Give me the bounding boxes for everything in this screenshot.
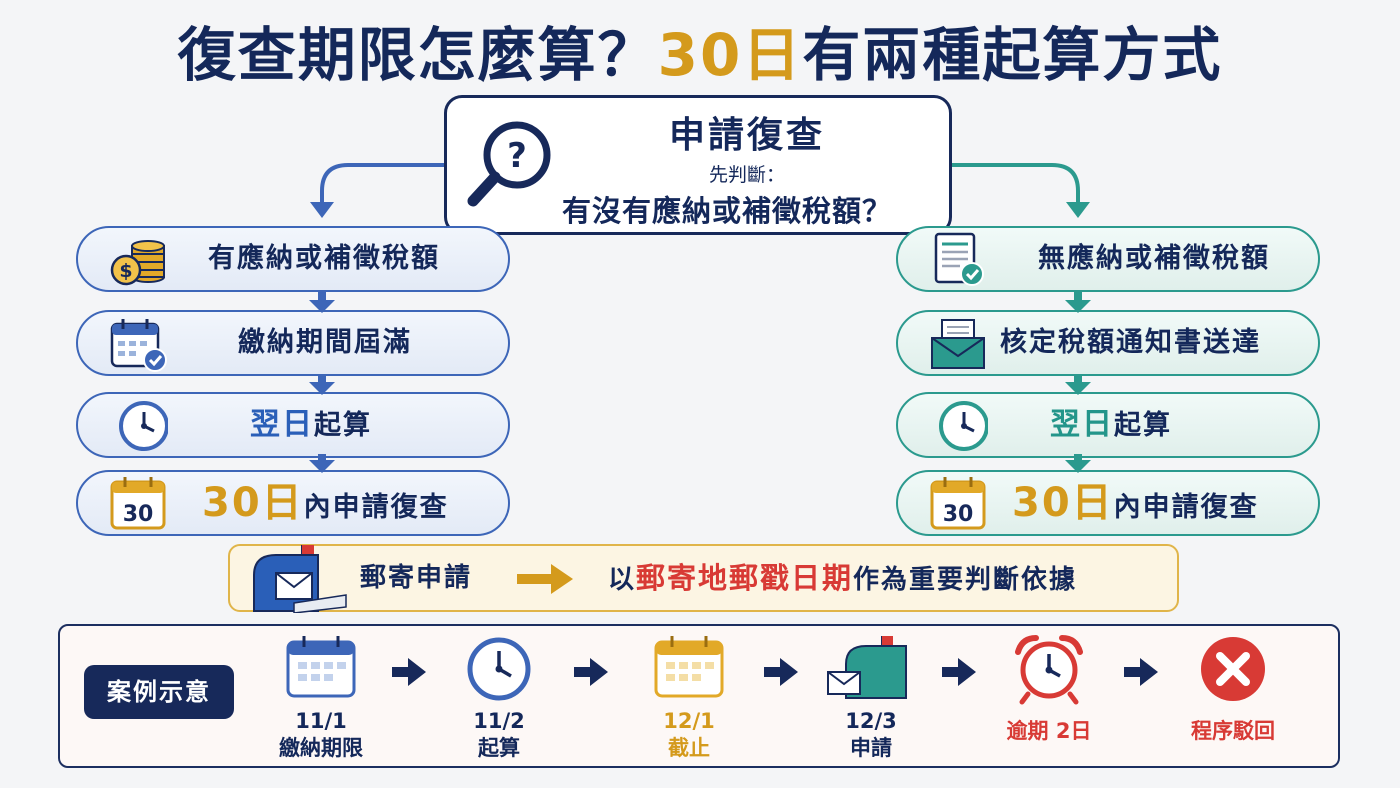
case-item-1-date: 11/1	[295, 709, 347, 733]
right-step-1-label: 無應納或補徵稅額	[1038, 243, 1270, 274]
left-step-payment-period-ends: 繳納期間屆滿	[76, 310, 510, 376]
case-item-4: 12/3 申請	[801, 708, 941, 762]
left-arrow-3	[309, 454, 335, 473]
right-arrow-1	[1065, 292, 1091, 313]
branch-connectors	[310, 163, 1090, 218]
case-item-1: 11/1 繳納期限	[251, 708, 391, 762]
right-arrow-3	[1065, 454, 1091, 473]
mail-rule-prefix: 以	[608, 565, 637, 595]
case-arrow-4	[942, 658, 976, 686]
right-step-2-label: 核定稅額通知書送達	[1000, 327, 1261, 358]
left-step-30-days: 30 30日內申請復查	[76, 470, 510, 536]
case-item-3-label: 截止	[668, 736, 710, 760]
calendar-30-icon: 30	[930, 477, 986, 530]
case-example-box: 案例示意 11/1 繳納期限 11/2 起算 12/1 截止 12/3 申請	[58, 624, 1340, 768]
decision-subtitle: 先判斷：	[708, 164, 785, 186]
calendar-30-icon: 30	[110, 477, 166, 530]
left-step-1-label: 有應納或補徵稅額	[208, 243, 440, 274]
case-arrows	[392, 658, 1158, 686]
title-part-1: 復查期限怎麼算？	[177, 21, 658, 89]
left-step-4-number: 30日	[202, 480, 304, 526]
mail-label: 郵寄申請	[360, 563, 473, 593]
envelope-letter-icon	[931, 319, 985, 369]
right-arrow-2	[1065, 376, 1091, 395]
clock-icon	[119, 401, 168, 451]
left-arrow-1	[309, 292, 335, 313]
right-step-4-rest: 內申請復查	[1113, 492, 1259, 523]
case-item-2-label: 起算	[478, 736, 520, 760]
reject-x-icon	[1201, 637, 1265, 701]
right-step-no-tax-due: 無應納或補徵稅額	[896, 226, 1320, 292]
right-step-30-days: 30 30日內申請復查	[896, 470, 1320, 536]
right-step-4-label: 30日內申請復查	[1012, 472, 1259, 534]
mail-application-bar: 郵寄申請 以郵寄地郵戳日期作為重要判斷依據	[228, 544, 1179, 613]
calendar-check-icon	[110, 319, 167, 372]
mailbox-icon	[253, 545, 347, 613]
mail-rule-suffix: 作為重要判斷依據	[853, 565, 1078, 595]
left-step-3-label: 翌日起算	[250, 394, 372, 456]
mailbox-icon	[827, 636, 907, 699]
page-title: 復查期限怎麼算？30日有兩種起算方式	[0, 8, 1400, 92]
step-arrows	[309, 292, 1091, 473]
left-calendar-number: 30	[123, 502, 154, 527]
svg-text:?: ?	[507, 136, 527, 176]
title-part-2: 有兩種起算方式	[802, 21, 1223, 89]
case-item-4-date: 12/3	[845, 709, 897, 733]
svg-text:$: $	[119, 260, 132, 282]
right-step-3-rest: 起算	[1114, 410, 1172, 441]
magnifier-question-icon: ?	[467, 121, 551, 207]
left-step-4-label: 30日內申請復查	[202, 472, 449, 534]
left-arrow-2	[309, 376, 335, 395]
mail-rule-text: 以郵寄地郵戳日期作為重要判斷依據	[608, 546, 1077, 610]
left-step-3-highlight: 翌日	[250, 407, 314, 442]
left-step-next-day: 翌日起算	[76, 392, 510, 458]
calendar-icon	[286, 636, 356, 698]
left-step-3-rest: 起算	[314, 410, 372, 441]
right-step-3-label: 翌日起算	[1050, 394, 1172, 456]
left-step-2-label: 繳納期間屆滿	[238, 327, 412, 358]
right-calendar-number: 30	[943, 502, 974, 527]
calendar-deadline-icon	[654, 636, 724, 698]
case-item-overdue: 逾期 2日	[1006, 719, 1092, 743]
right-step-4-number: 30日	[1012, 480, 1114, 526]
case-item-rejected: 程序駁回	[1191, 719, 1275, 743]
decision-title: 申請復查	[668, 115, 825, 156]
case-arrow-1	[392, 658, 426, 686]
right-step-next-day: 翌日起算	[896, 392, 1320, 458]
document-check-icon	[934, 232, 984, 286]
case-item-2: 11/2 起算	[429, 708, 569, 762]
case-arrow-3	[764, 658, 798, 686]
decision-box: ? 申請復查 先判斷： 有沒有應納或補徵稅額？	[444, 95, 952, 235]
case-item-3-date: 12/1	[663, 709, 715, 733]
title-accent: 30日	[657, 21, 803, 89]
case-arrow-2	[574, 658, 608, 686]
case-item-3: 12/1 截止	[619, 708, 759, 762]
right-step-notice-delivered: 核定稅額通知書送達	[896, 310, 1320, 376]
case-item-1-label: 繳納期限	[279, 736, 363, 760]
mail-rule-highlight: 郵寄地郵戳日期	[636, 561, 854, 595]
arrow-right-icon	[517, 564, 573, 594]
alarm-clock-icon	[1015, 635, 1083, 705]
clock-icon	[939, 401, 988, 451]
decision-question: 有沒有應納或補徵稅額？	[561, 194, 892, 228]
case-item-2-date: 11/2	[473, 709, 525, 733]
clock-icon	[467, 637, 531, 701]
case-item-4-label: 申請	[850, 736, 892, 760]
case-arrow-5	[1124, 658, 1158, 686]
left-step-4-rest: 內申請復查	[303, 492, 449, 523]
case-label: 案例示意	[84, 665, 234, 719]
left-step-tax-due: $ 有應納或補徵稅額	[76, 226, 510, 292]
coins-dollar-icon: $	[110, 240, 165, 286]
right-step-3-highlight: 翌日	[1050, 407, 1114, 442]
